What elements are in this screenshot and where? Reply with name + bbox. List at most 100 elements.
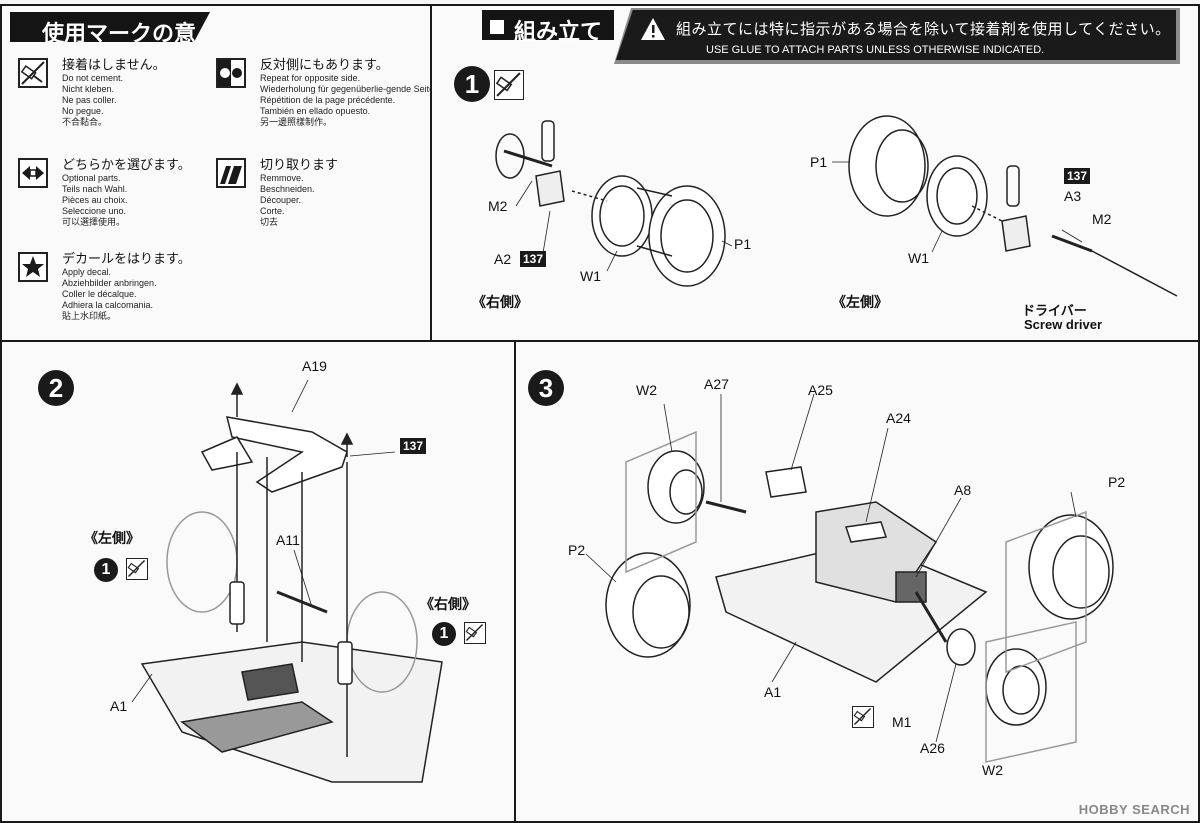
label-a11: A11 <box>276 532 300 548</box>
step-number-3: 3 <box>528 370 564 406</box>
step3-illustration <box>585 393 1114 763</box>
legend-line: Teils nach Wahl. <box>62 184 128 194</box>
part-a2-spring <box>541 120 555 162</box>
legend-line: 不合黏合。 <box>62 117 108 127</box>
legend-line: Beschneiden. <box>260 184 315 194</box>
step2-illustration <box>131 379 443 783</box>
legend-line: Do not cement. <box>62 73 124 83</box>
label-a2: A2 <box>494 251 512 267</box>
part-a3-arm <box>1001 215 1031 252</box>
warning-text-jp: 組み立てには特に指示がある場合を除いて接着剤を使用してください。 <box>676 21 1171 38</box>
label-w1-right: W1 <box>908 250 929 266</box>
legend-jp-text: 切り取ります <box>260 157 339 172</box>
label-right-side: 《右側》 <box>472 294 528 310</box>
code-a19: 137 <box>400 438 427 454</box>
part-a3-spring <box>1006 165 1020 207</box>
part-w1-right <box>926 155 988 237</box>
label-a27: A27 <box>704 376 729 392</box>
label-a8: A8 <box>954 482 972 498</box>
legend-line: Adhiera la calcomania. <box>62 300 154 310</box>
legend-line: Répétition de la page précédente. <box>260 95 396 105</box>
part-a26 <box>946 628 976 666</box>
right-upright <box>337 641 353 685</box>
watermark: HOBBY SEARCH <box>1078 802 1190 817</box>
step-ref-1-left: 1 <box>94 558 118 582</box>
label-a3: A3 <box>1064 188 1082 204</box>
label-left-side: 《左側》 <box>832 294 888 310</box>
legend-jp-text: 接着はしません。 <box>62 57 166 72</box>
symbol-legend-panel: 使用マークの意味 接着はしません。 Do not cement. Nicht k… <box>0 4 432 342</box>
part-a24 <box>845 521 887 543</box>
legend-line: Coller le décalque. <box>62 289 137 299</box>
legend-line: Abziehbilder anbringen. <box>62 278 157 288</box>
label-p1-right: P1 <box>810 154 828 170</box>
legend-title: 使用マークの意味 <box>10 12 210 42</box>
part-p1-right <box>848 115 926 217</box>
label-driver-jp: ドライバー <box>1022 303 1087 318</box>
legend-line: Pièces au choix. <box>62 195 128 205</box>
legend-line: Nicht kleben. <box>62 84 115 94</box>
legend-jp-text: どちらかを選びます。 <box>62 157 191 172</box>
legend-line: 切去 <box>260 217 279 227</box>
legend-line: Corte. <box>260 206 285 216</box>
part-a25 <box>765 466 807 498</box>
assembly-step3-panel: 3 <box>514 340 1200 823</box>
decal-icon <box>18 252 48 282</box>
legend-line: Wiederholung für gegenüberlie-gende Seit… <box>260 84 432 94</box>
part-a19 <box>225 416 348 493</box>
screw-driver <box>1091 250 1178 297</box>
part-a8 <box>895 571 927 603</box>
legend-line: Ne pas coller. <box>62 95 117 105</box>
no-glue-icon <box>126 558 148 580</box>
label-w1-left: W1 <box>580 268 601 284</box>
label-m2-left: M2 <box>488 198 508 214</box>
legend-line: 可以選擇使用。 <box>62 217 126 227</box>
legend-jp-text: デカールをはります。 <box>62 251 191 266</box>
code-a2: 137 <box>520 251 547 267</box>
label-a26: A26 <box>920 740 945 756</box>
label-left-side: 《左側》 <box>84 530 140 546</box>
part-w2-top <box>647 450 705 524</box>
label-driver-en: Screw driver <box>1024 317 1103 332</box>
legend-line: 貼上水印紙。 <box>62 311 117 321</box>
legend-line: No pegue. <box>62 106 104 116</box>
legend-line: Seleccione uno. <box>62 206 127 216</box>
glue-warning-banner: 組み立てには特に指示がある場合を除いて接着剤を使用してください。 USE GLU… <box>616 10 1176 60</box>
legend-jp-text: 反対側にもあります。 <box>260 57 389 72</box>
legend-line: Repeat for opposite side. <box>260 73 361 83</box>
label-a1: A1 <box>764 684 782 700</box>
step1-illustration <box>495 115 1178 297</box>
opposite-side-icon <box>216 58 246 88</box>
label-m2-right: M2 <box>1092 211 1112 227</box>
label-a24: A24 <box>886 410 911 426</box>
part-a2-arm <box>535 170 565 207</box>
optional-icon <box>18 158 48 188</box>
legend-line: Remmove. <box>260 173 304 183</box>
label-p1-left: P1 <box>734 236 752 252</box>
no-glue-icon <box>852 706 874 728</box>
left-upright <box>229 581 245 625</box>
label-a1: A1 <box>110 698 128 714</box>
label-p2-right: P2 <box>1108 474 1126 490</box>
part-p2-right <box>1028 514 1114 620</box>
legend-line: Découper. <box>260 195 302 205</box>
label-w2-top: W2 <box>636 382 657 398</box>
part-a11-axle <box>276 590 328 614</box>
part-w1-left <box>591 175 653 257</box>
no-glue-icon <box>494 70 524 100</box>
square-bullet-icon <box>490 20 504 34</box>
step-number-1: 1 <box>454 66 490 102</box>
label-p2-left: P2 <box>568 542 586 558</box>
legend-line: También en ellado opuesto. <box>260 106 371 116</box>
label-right-side: 《右側》 <box>420 596 476 612</box>
no-glue-icon <box>464 622 486 644</box>
legend-line: Apply decal. <box>62 267 112 277</box>
no-glue-icon <box>18 58 48 88</box>
cut-icon <box>216 158 246 188</box>
warning-icon <box>641 18 665 40</box>
assembly-title: 組み立て <box>482 10 615 44</box>
step-ref-1-right: 1 <box>432 622 456 646</box>
assembly-step2-panel: 2 <box>0 340 516 823</box>
label-m1: M1 <box>892 714 912 730</box>
label-w2-bottom: W2 <box>982 762 1003 778</box>
